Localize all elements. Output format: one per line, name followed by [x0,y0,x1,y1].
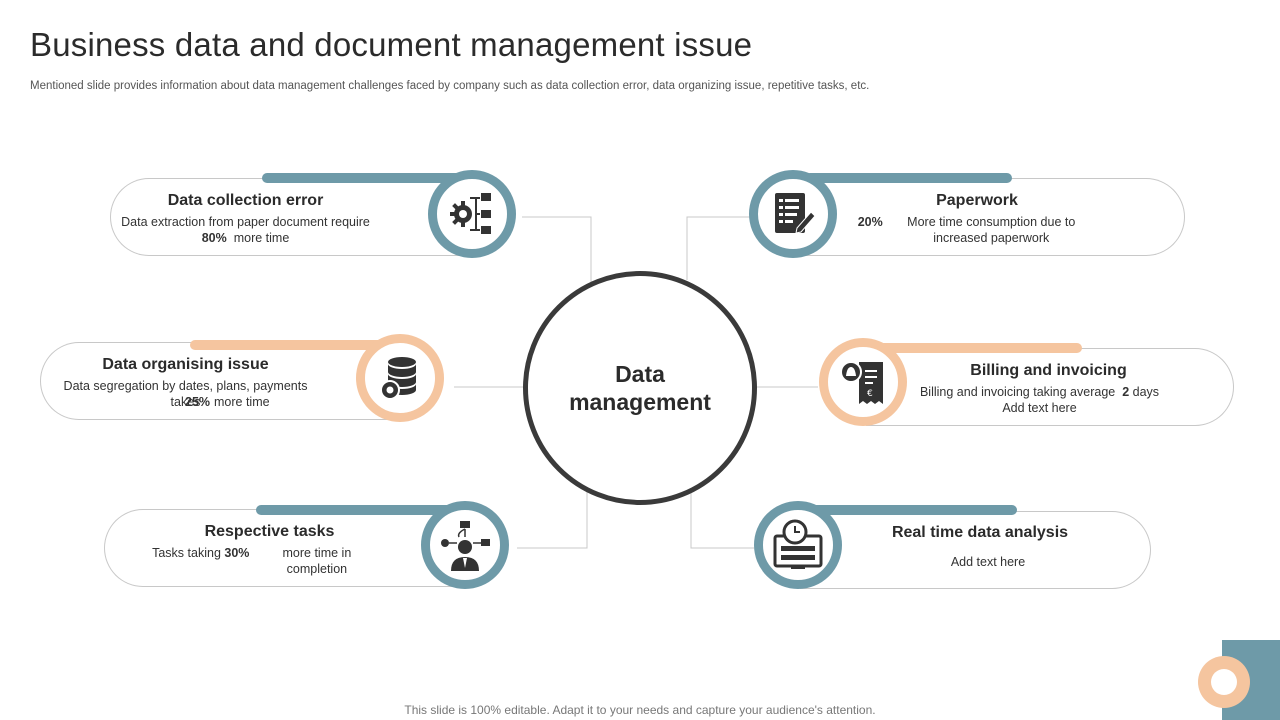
accent-bar [805,173,1012,183]
card-title: Respective tasks [204,523,335,540]
desc-highlight: 30% [224,546,250,560]
accent-bar [262,173,472,183]
gear-list-icon [450,193,491,234]
desc-highlight: 2 [1122,385,1130,399]
desc-highlight: 25% [185,395,211,409]
desc-text-end: more time [214,395,270,409]
card-title: Billing and invoicing [970,362,1127,379]
center-label-line1: Data [615,361,665,387]
corner-decoration-ring [1198,656,1250,708]
invoice-bell-icon: € [840,361,883,404]
center-circle: Data management [523,271,757,505]
person-tasks-icon [441,521,490,571]
footer-note: This slide is 100% editable. Adapt it to… [404,703,876,717]
card-title: Data collection error [167,192,324,209]
card-description: Add text here [813,554,1163,570]
page-title: Business data and document management is… [30,26,753,63]
page-subtitle: Mentioned slide provides information abo… [30,80,870,92]
center-label: Data management [528,360,752,416]
document-pen-icon [775,193,816,234]
desc-placeholder: Add text here [950,555,1026,569]
database-gear-icon [380,357,416,400]
card-data-collection-error: Data collection error Data extraction fr… [110,178,480,256]
card-real-time-data-analysis: Real time data analysis Add text here [800,511,1151,589]
card-description: Data extraction from paper document requ… [61,214,430,246]
icon-ring [421,501,509,589]
card-description: Billing and invoicing taking average 2 d… [856,384,1223,416]
card-title: Paperwork [936,192,1018,209]
center-label-line2: management [569,389,711,415]
card-data-organising-issue: Data organising issue Data segregation b… [40,342,410,420]
desc-highlight: 80% [201,231,227,245]
icon-ring: € [819,338,907,426]
card-respective-tasks: Respective tasks Tasks taking 30% more t… [104,509,474,587]
card-title: Data organising issue [102,356,269,373]
desc-text-end: more time in completion [282,546,352,576]
desc-text: Data extraction from paper document requ… [121,215,370,229]
card-billing-and-invoicing: Billing and invoicing Billing and invoic… [866,348,1234,426]
accent-bar [810,505,1017,515]
accent-bar [190,340,390,350]
icon-ring [428,170,516,258]
card-description: 20% More time consumption due to increas… [785,214,1169,246]
desc-text: More time consumption due to increased p… [907,215,1076,245]
accent-bar [878,343,1082,353]
card-description: Tasks taking 30% more time in completion [82,545,451,577]
clock-monitor-icon [773,519,823,569]
desc-text-end: more time [233,231,290,245]
desc-text: Billing and invoicing taking average [919,385,1116,399]
desc-text-end: days [1132,385,1160,399]
desc-highlight: 20% [857,215,883,229]
card-description: Data segregation by dates, plans, paymen… [1,378,370,410]
svg-text:€: € [867,389,873,399]
desc-placeholder: Add text here [1002,401,1077,415]
card-paperwork: Paperwork 20% More time consumption due … [800,178,1185,256]
desc-text: Tasks taking [152,546,221,560]
icon-ring [356,334,444,422]
icon-ring [754,501,842,589]
card-title: Real time data analysis [891,524,1069,541]
desc-text: Data segregation by dates, plans, paymen… [63,379,308,409]
accent-bar [256,505,466,515]
icon-ring [749,170,837,258]
